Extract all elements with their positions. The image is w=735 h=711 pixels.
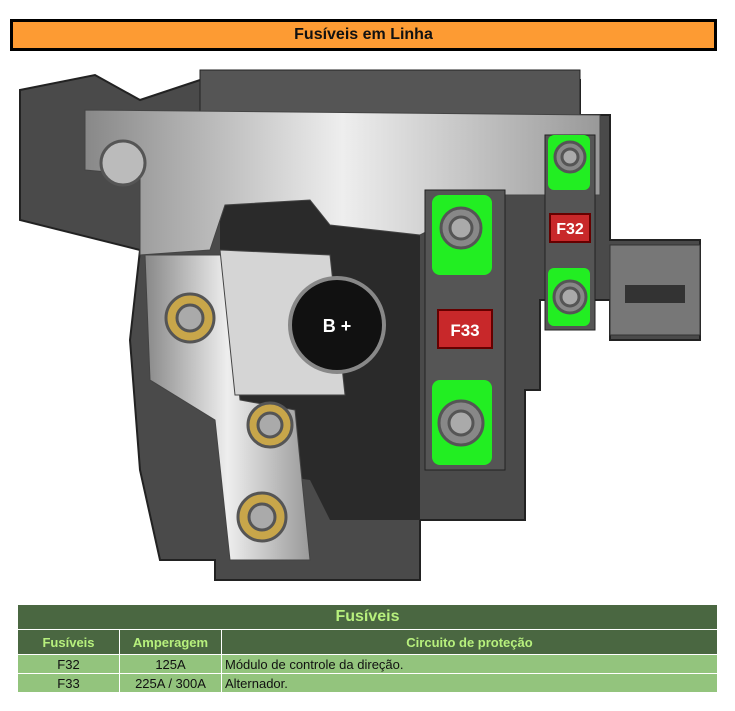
table-caption: Fusíveis <box>17 604 718 630</box>
table-row: F33 225A / 300A Alternador. <box>17 673 718 693</box>
fuse-f33 <box>437 309 493 349</box>
column-header-circuit: Circuito de proteção <box>221 629 718 655</box>
column-header-fuse: Fusíveis <box>17 629 120 655</box>
page-title: Fusíveis em Linha <box>10 19 717 51</box>
fuse-box-diagram: B + F33 F32 <box>19 69 701 581</box>
fuse-table: Fusíveis Fusíveis Amperagem Circuito de … <box>17 604 718 693</box>
column-header-amperage: Amperagem <box>119 629 222 655</box>
fuse-f32-label: F32 <box>556 221 584 238</box>
amperage-cell: 125A <box>119 654 222 674</box>
nuts <box>164 140 588 543</box>
amperage-cell: 225A / 300A <box>119 673 222 693</box>
circuit-cell: Alternador. <box>221 673 718 693</box>
fuse-f33-label: F33 <box>450 321 479 340</box>
circuit-cell: Módulo de controle da direção. <box>221 654 718 674</box>
table-row: F32 125A Módulo de controle da direção. <box>17 654 718 674</box>
fuse-cell: F33 <box>17 673 120 693</box>
fuse-f32 <box>549 213 591 243</box>
battery-label: B + <box>323 316 352 336</box>
battery-terminal <box>288 276 386 374</box>
fuse-cell: F32 <box>17 654 120 674</box>
